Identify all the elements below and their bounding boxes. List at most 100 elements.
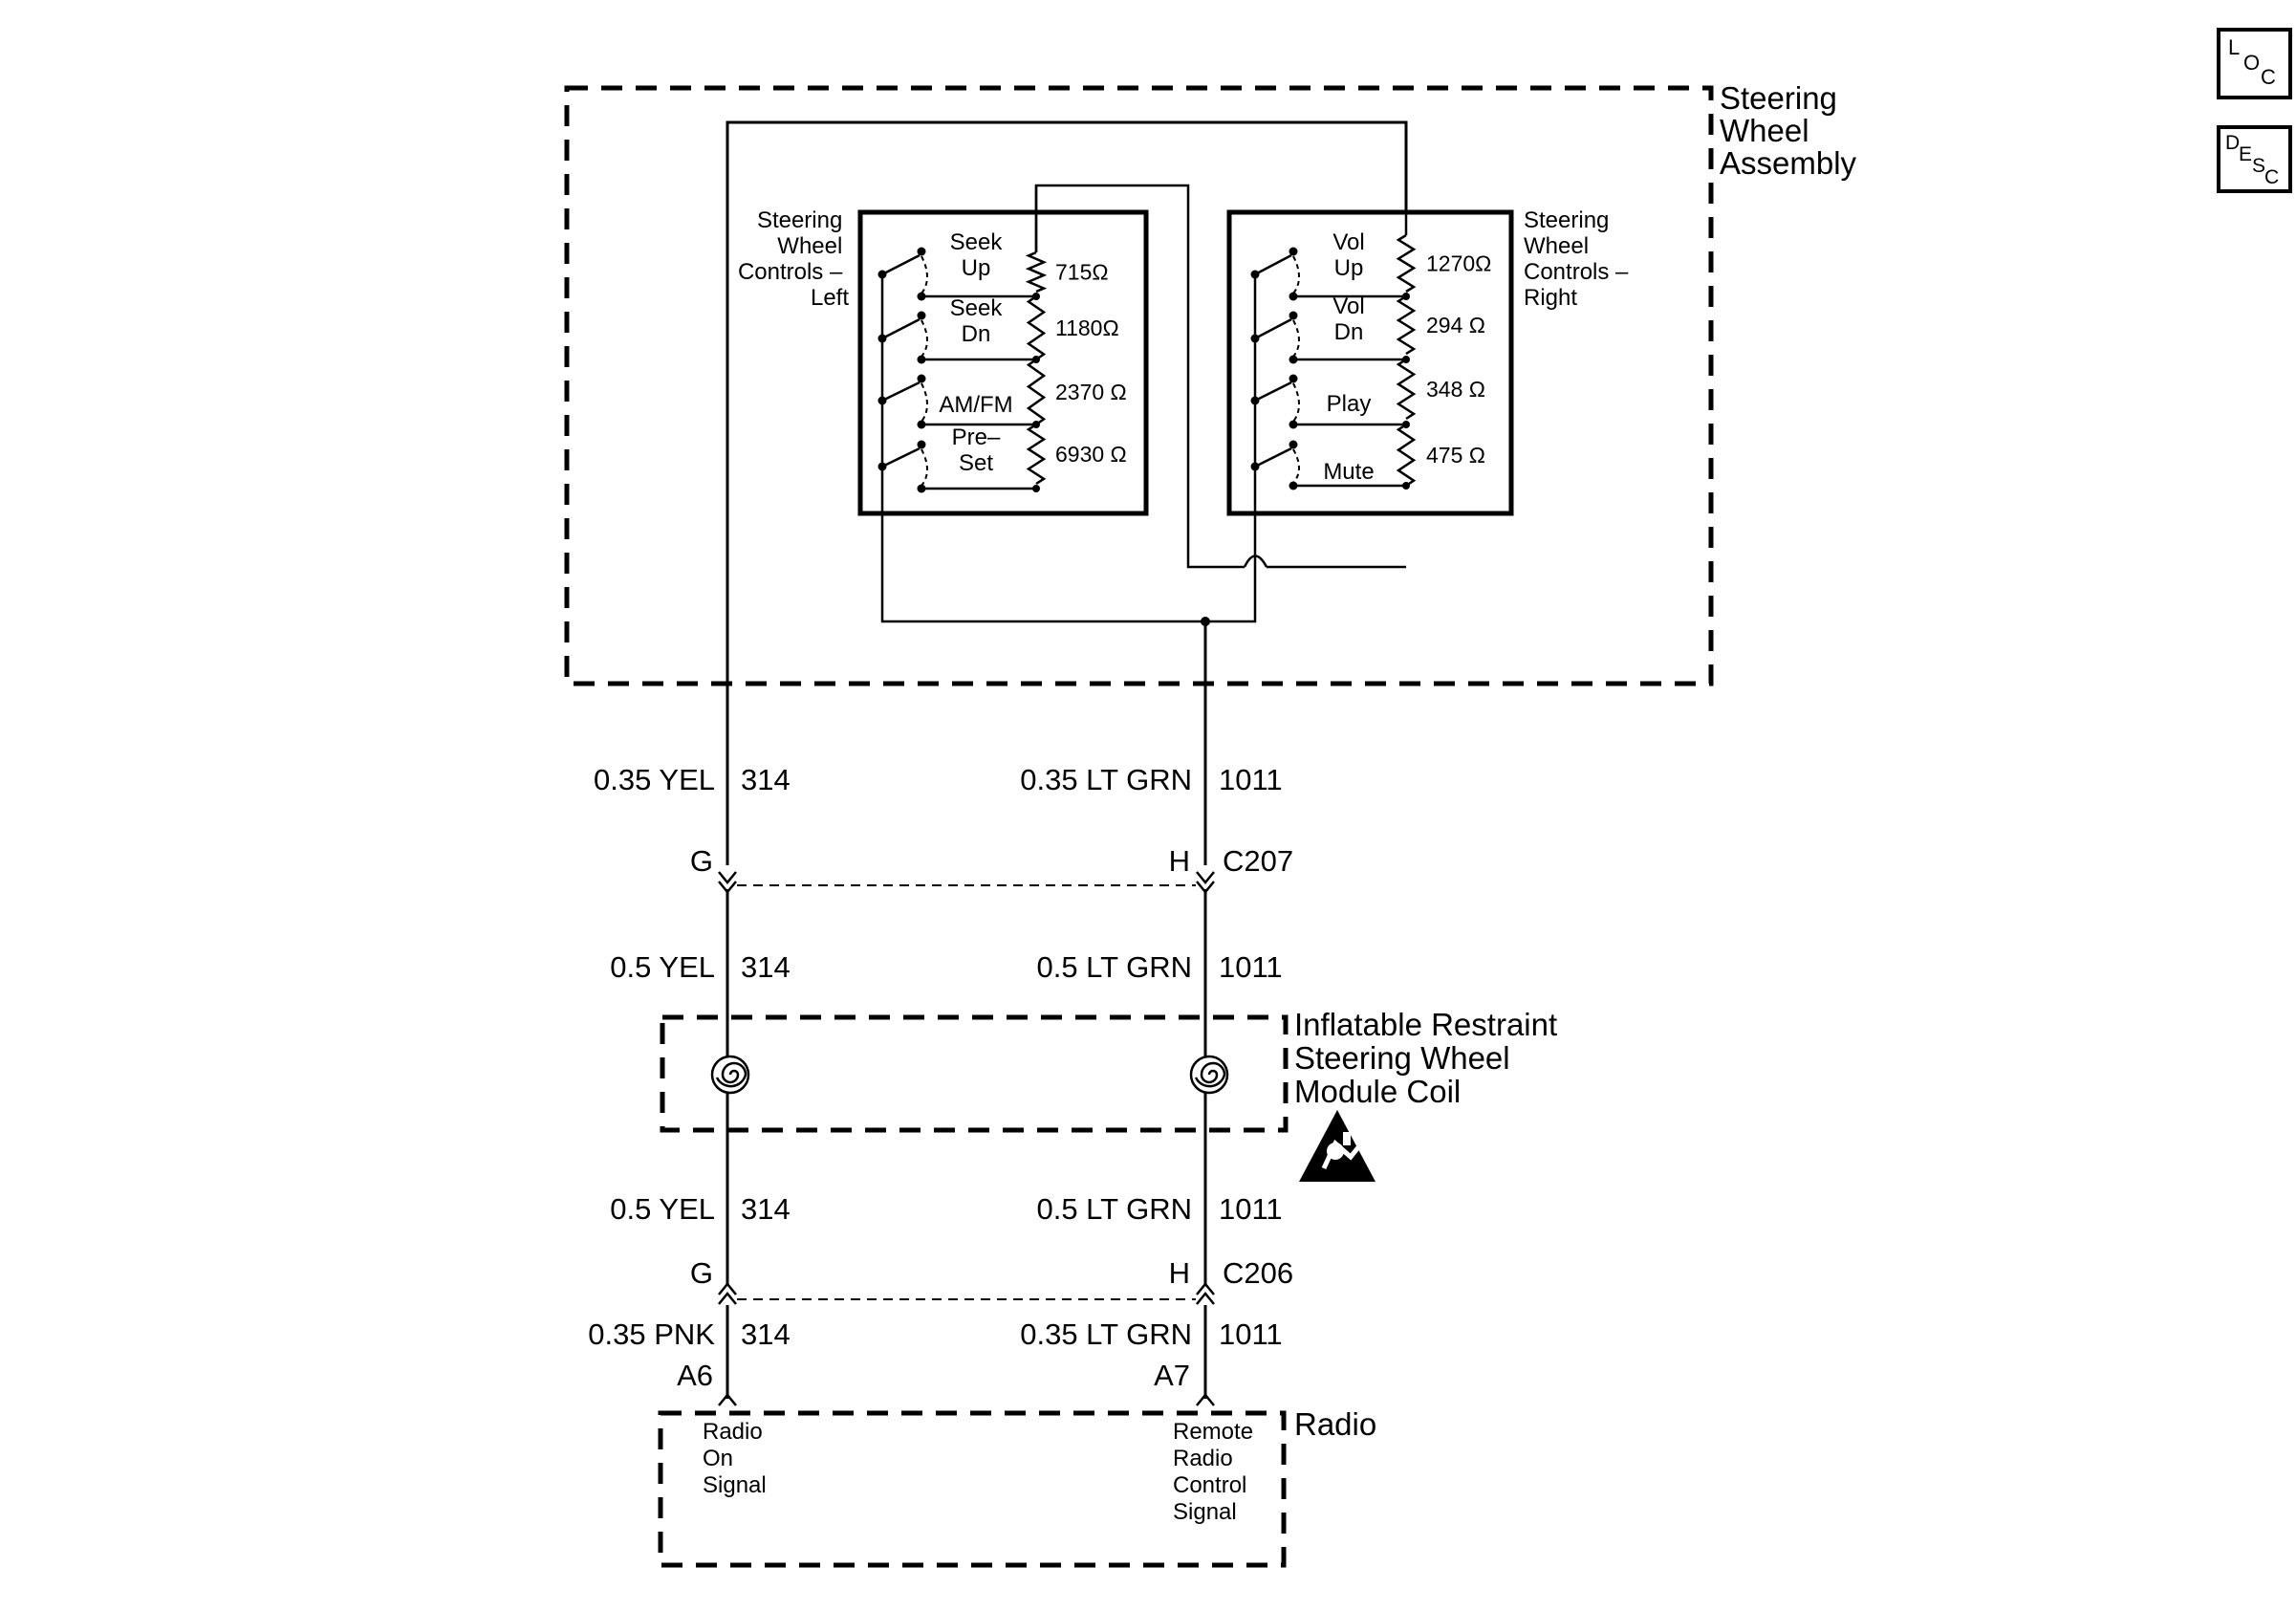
switch-contact-top <box>1289 247 1298 256</box>
wire-circuit-right-1: 1011 <box>1219 763 1283 796</box>
loc-button-l: L <box>2228 35 2240 59</box>
coil-module-box <box>660 1014 1289 1133</box>
right-resistance-value: 348 Ω <box>1426 377 1485 402</box>
right-switch-4: 475 Ω Mute <box>1250 423 1485 490</box>
clockspring-coil-icon <box>1189 1055 1229 1095</box>
left-resistance-value: 715Ω <box>1055 260 1109 285</box>
controls-left-label: Steering Wheel Controls – Left <box>738 207 849 311</box>
left-switch-label: AM/FM <box>939 392 1012 418</box>
wire-ladder-crossover <box>1034 184 1245 569</box>
c206-pin-left: G <box>690 1256 713 1290</box>
switch-blade <box>881 253 921 276</box>
switch-contact-top <box>917 247 926 256</box>
radio-label: Radio <box>1294 1406 1376 1442</box>
switch-contact-top <box>917 311 926 320</box>
c206-terminals <box>718 1282 1215 1305</box>
desc-button-e: E <box>2239 143 2252 165</box>
switch-contact-top <box>1289 440 1298 449</box>
wire-circuit-right-4: 1011 <box>1219 1317 1283 1351</box>
desc-button-c: C <box>2264 166 2279 188</box>
radio-pin-a7-terminal <box>1196 1393 1215 1406</box>
left-resistance-value: 1180Ω <box>1055 316 1119 340</box>
controls-left-box <box>857 209 1149 516</box>
radio-on-signal-label: Radio On Signal <box>703 1419 769 1498</box>
radio-pin-a7: A7 <box>1154 1359 1190 1392</box>
desc-button-s: S <box>2252 155 2265 177</box>
right-switch-label: Mute <box>1323 459 1374 485</box>
wire-label-right-3: 0.5 LT GRN <box>1036 1192 1192 1226</box>
c206-pin-right: H <box>1169 1256 1190 1290</box>
controls-right-label: Steering Wheel Controls – Right <box>1524 207 1635 311</box>
resistor-icon <box>1025 250 1048 294</box>
wire-label-right-4: 0.35 LT GRN <box>1020 1317 1192 1351</box>
rail-junction <box>1032 485 1040 492</box>
switch-contact-top <box>1289 311 1298 320</box>
switch-blade <box>1254 253 1292 276</box>
clockspring-coil-icon <box>710 1055 750 1095</box>
switch-mechanical-link <box>921 255 928 294</box>
switch-blade <box>881 381 921 403</box>
right-resistance-value: 294 Ω <box>1426 313 1485 337</box>
left-switch-3: 2370 Ω AM/FM <box>877 358 1127 429</box>
switch-mechanical-link <box>1292 255 1300 294</box>
c207-terminals <box>718 871 1215 894</box>
loc-button-o: O <box>2243 51 2260 75</box>
wire-label-right-2: 0.5 LT GRN <box>1036 950 1192 984</box>
steering-wheel-assembly-box <box>564 85 1714 686</box>
right-switch-3: 348 Ω Play <box>1250 358 1485 429</box>
resistor-icon <box>1396 423 1417 488</box>
loc-button-c: C <box>2261 65 2276 89</box>
wire-circuit-right-2: 1011 <box>1219 950 1283 984</box>
wire-label-left-2: 0.5 YEL <box>610 950 715 984</box>
switch-contact-top <box>1289 374 1298 383</box>
switch-blade <box>881 446 921 468</box>
airbag-warning-icon <box>1299 1110 1375 1182</box>
switch-blade <box>1254 446 1292 468</box>
switch-mechanical-link <box>1292 448 1300 484</box>
wire-common-left <box>880 466 1205 623</box>
wire-circuit-left-3: 314 <box>741 1192 791 1226</box>
wire-circuit-right-3: 1011 <box>1219 1192 1283 1226</box>
wire-label-left-3: 0.5 YEL <box>610 1192 715 1226</box>
remote-radio-control-signal-label: Remote Radio Control Signal <box>1173 1419 1260 1525</box>
wire-common-right <box>1205 466 1257 623</box>
wire-circuit-left-4: 314 <box>741 1317 791 1351</box>
switch-contact-top <box>917 374 926 383</box>
steering-wheel-assembly-label: Steering Wheel Assembly <box>1720 80 1857 181</box>
c207-pin-left: G <box>690 844 713 878</box>
desc-button[interactable]: D E S C <box>2217 125 2292 193</box>
right-switch-label: Play <box>1327 391 1372 417</box>
wire-label-left-1: 0.35 YEL <box>594 763 715 796</box>
radio-pin-a6-terminal <box>718 1393 737 1406</box>
resistor-icon <box>1026 294 1047 361</box>
right-resistance-value: 475 Ω <box>1426 443 1485 468</box>
controls-right-box <box>1226 209 1514 516</box>
resistor-icon <box>1396 233 1417 294</box>
wire-label-right-1: 0.35 LT GRN <box>1020 763 1192 796</box>
resistor-icon <box>1026 423 1047 486</box>
switch-mechanical-link <box>921 319 928 358</box>
left-resistance-value: 2370 Ω <box>1055 380 1127 404</box>
radio-pin-a6: A6 <box>677 1359 713 1392</box>
switch-blade <box>1254 381 1292 403</box>
radio-box <box>658 1410 1287 1568</box>
switch-blade <box>881 317 921 340</box>
loc-button[interactable]: L O C <box>2217 28 2292 99</box>
desc-button-d: D <box>2225 132 2240 154</box>
wire-circuit-left-1: 314 <box>741 763 791 796</box>
switch-mechanical-link <box>1292 382 1300 423</box>
c207-name: C207 <box>1223 844 1293 878</box>
wire-circuit-left-2: 314 <box>741 950 791 984</box>
